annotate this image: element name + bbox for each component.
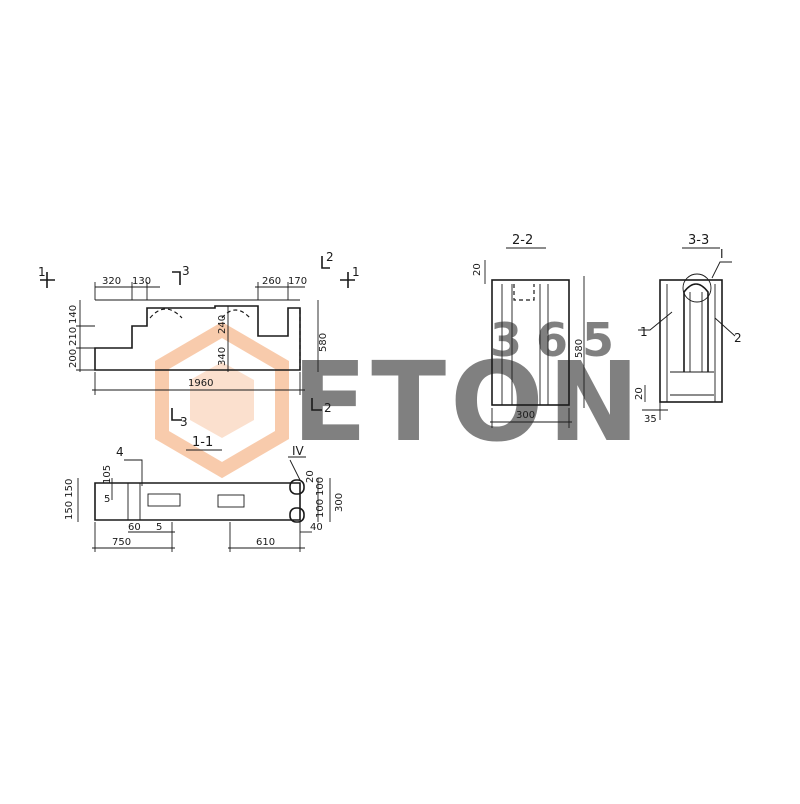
section-title: 1-1 — [192, 435, 213, 450]
cut-mark: 1 — [352, 265, 360, 279]
watermark-logo-icon — [155, 321, 289, 479]
dim-label: 60 — [128, 522, 141, 533]
dim-label: 1960 — [188, 378, 213, 389]
cut-mark: 2 — [324, 401, 332, 415]
dim-label: 170 — [288, 276, 307, 287]
elevation-outline — [94, 305, 301, 371]
elevation-hidden-left — [149, 308, 183, 319]
dim-label: 140 — [68, 305, 79, 324]
watermark-number: 365 — [490, 313, 628, 367]
dim-label: 210 — [68, 327, 79, 346]
dim-label: 150 150 — [64, 479, 75, 520]
plan-outline — [94, 482, 301, 521]
dim-label: 130 — [132, 276, 151, 287]
detail-marker — [289, 507, 305, 523]
hidden-lifting-loop — [513, 284, 535, 301]
section-title: 3-3 — [688, 233, 709, 248]
section-outline — [659, 279, 723, 403]
callout-label: 1 — [640, 325, 648, 339]
dim-label: 320 — [102, 276, 121, 287]
cut-mark: 3 — [182, 264, 190, 278]
cut-mark: 2 — [326, 250, 334, 264]
dim-label: 105 — [102, 465, 113, 484]
detail-marker — [289, 479, 305, 495]
callout-label: IV — [292, 444, 305, 458]
dim-label: 100 — [315, 477, 326, 496]
detail-circle — [682, 273, 712, 303]
dim-label: 35 — [644, 414, 657, 425]
section-2-2: 2-2 20 580 300 — [472, 233, 585, 428]
watermark: ETON 365 — [155, 313, 644, 479]
callout-label: 2 — [734, 331, 742, 345]
dim-label: 5 — [156, 522, 162, 533]
lifting-loop — [683, 283, 709, 372]
dim-label: 100 — [315, 499, 326, 518]
front-elevation: 1 1 2 2 3 3 320 130 260 170 140 210 200 … — [38, 250, 360, 429]
dim-label: 240 — [217, 315, 228, 334]
dim-label: 5 — [104, 494, 110, 505]
dim-label: 300 — [334, 493, 345, 512]
dim-label: 610 — [256, 537, 275, 548]
plan-opening — [217, 494, 245, 508]
dim-label: 340 — [217, 347, 228, 366]
watermark-brand: ETON — [292, 338, 644, 466]
plan-section-1-1: 1-1 4 IV 150 150 105 5 60 5 750 — [64, 435, 345, 552]
dim-label: 200 — [68, 349, 79, 368]
dim-label: 20 — [634, 387, 645, 400]
cut-mark: 1 — [38, 265, 46, 279]
section-3-3: 3-3 I 1 2 20 35 — [634, 233, 742, 425]
dim-label: 20 — [472, 263, 483, 276]
plan-opening — [147, 493, 181, 507]
callout-label: I — [720, 247, 724, 261]
dim-label: 300 — [516, 410, 535, 421]
cut-mark: 3 — [180, 415, 188, 429]
dim-label: 260 — [262, 276, 281, 287]
dim-label: 750 — [112, 537, 131, 548]
dim-label: 40 — [310, 522, 323, 533]
section-title: 2-2 — [512, 233, 533, 248]
dim-label: 580 — [318, 333, 329, 352]
callout-label: 4 — [116, 445, 124, 459]
dim-label: 580 — [574, 339, 585, 358]
dim-label: 20 — [305, 470, 316, 483]
elevation-hidden-mid — [221, 309, 251, 319]
